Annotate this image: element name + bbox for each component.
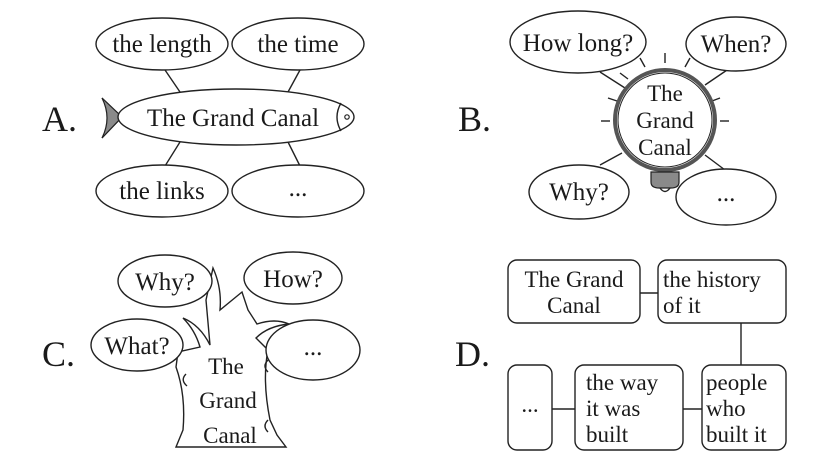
center-topic-line: The (647, 81, 683, 106)
node-text: ... (289, 175, 308, 202)
box-text: it was (586, 396, 640, 421)
connector (164, 69, 181, 93)
flow-box (574, 364, 684, 451)
flow-box (701, 364, 787, 451)
option-b-label: B. (458, 99, 491, 139)
node-text: How long? (523, 30, 633, 57)
node-ellipse (528, 164, 630, 220)
box-text: the history (663, 267, 761, 292)
option-c: C. The Grand Canal Why? How? What? ... (42, 251, 361, 448)
tree-knot (264, 419, 269, 433)
node-ellipse (243, 251, 343, 305)
option-b: B. The Grand Canal How long? When? (458, 10, 787, 226)
option-c-label: C. (42, 334, 75, 374)
fish-eye-icon (344, 114, 350, 120)
connector (599, 152, 623, 166)
flow-box (507, 259, 641, 324)
center-topic-line: Grand (199, 388, 257, 413)
node-ellipse (265, 319, 361, 381)
node-text: the length (112, 31, 212, 58)
option-a-label: A. (42, 99, 77, 139)
node-ellipse (95, 17, 229, 71)
box-text: The Grand (525, 267, 624, 292)
fish-body (117, 88, 355, 146)
center-topic: The Grand Canal (147, 105, 319, 132)
bulb-inner-ring (617, 72, 713, 168)
center-topic-line: The (208, 354, 244, 379)
option-a: A. The Grand Canal the length the time t… (42, 17, 365, 218)
node-text: How? (263, 266, 323, 293)
box-text: who (706, 396, 746, 421)
box-text: built it (706, 422, 767, 447)
light-bulb-icon (613, 68, 717, 172)
node-ellipse (90, 318, 184, 372)
center-topic-line: Canal (203, 423, 257, 448)
box-text: of it (663, 293, 701, 318)
box-text: people (706, 370, 767, 395)
connector (164, 141, 181, 167)
node-ellipse (509, 10, 647, 74)
fish-tail-shape (101, 97, 123, 139)
node-text: the time (257, 31, 338, 58)
node-text: the links (119, 178, 204, 205)
box-text: built (586, 422, 629, 447)
tree-knot (264, 359, 269, 373)
connector (287, 69, 301, 93)
node-text: ... (717, 180, 736, 207)
node-ellipse (231, 164, 365, 218)
node-text: Why? (549, 179, 609, 206)
box-text: the way (586, 370, 659, 395)
node-ellipse (117, 254, 213, 308)
bulb-tip (659, 187, 671, 193)
light-rays (601, 53, 729, 122)
flow-box (657, 259, 787, 324)
connector (704, 154, 726, 171)
node-text: When? (701, 31, 772, 58)
option-d: D. The Grand Canal the history of it peo… (455, 259, 787, 451)
box-text: ... (521, 392, 538, 417)
bulb-base-icon (650, 171, 680, 189)
fish-gill (336, 102, 342, 132)
node-ellipse (685, 16, 787, 72)
center-topic-line: Canal (638, 135, 692, 160)
node-text: ... (304, 334, 323, 361)
tree-knot (182, 373, 188, 387)
option-d-label: D. (455, 334, 490, 374)
node-ellipse (675, 168, 777, 226)
node-text: Why? (135, 269, 195, 296)
connector (287, 141, 301, 167)
center-topic-line: Grand (636, 108, 694, 133)
flow-box (507, 364, 553, 451)
connector (599, 71, 626, 89)
node-ellipse (231, 17, 365, 71)
node-ellipse (95, 164, 229, 218)
node-text: What? (104, 333, 169, 360)
box-text: Canal (547, 293, 601, 318)
